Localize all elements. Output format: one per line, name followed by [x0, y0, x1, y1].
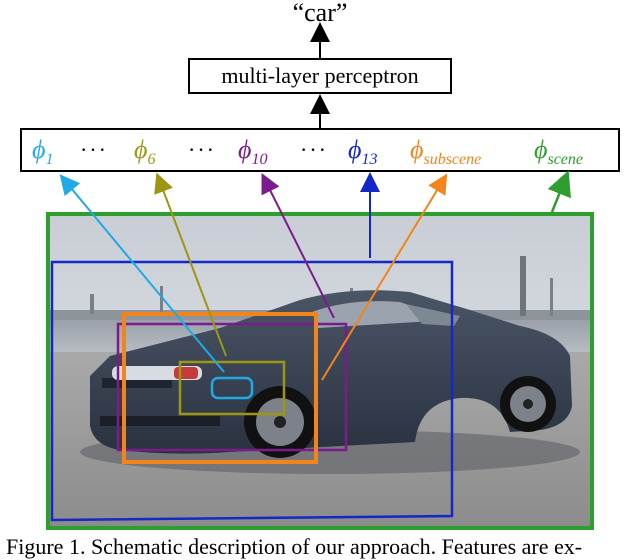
- arrow-phi-1: [59, 174, 225, 373]
- mlp-box: multi-layer perceptron: [188, 58, 452, 94]
- feature-phi-13: ϕ13: [348, 135, 378, 168]
- arrow-phi-6: [154, 172, 227, 357]
- region-box-phi-10: [116, 322, 348, 452]
- arrow-phi-10: [261, 173, 335, 319]
- feature-vector-box: ϕ1 ··· ϕ6 ··· ϕ10 ··· ϕ13 ϕsubscene ϕsce…: [20, 128, 620, 172]
- arrow-phi-scene: [547, 170, 571, 213]
- region-box-phi-subscene: [122, 312, 318, 464]
- feature-phi-scene: ϕscene: [534, 135, 583, 168]
- arrow-phi-subscene: [321, 173, 448, 381]
- ellipsis-1: ···: [80, 137, 108, 162]
- feature-phi-1: ϕ1: [32, 135, 54, 168]
- region-box-phi-1: [210, 376, 254, 400]
- region-box-phi-13: [50, 260, 454, 522]
- feature-phi-subscene: ϕsubscene: [410, 135, 482, 168]
- feature-phi-10: ϕ10: [238, 135, 268, 168]
- ellipsis-3: ···: [300, 137, 328, 162]
- figure-caption: Figure 1. Schematic description of our a…: [6, 534, 583, 559]
- scene-photo: [46, 212, 594, 530]
- car-photo-illustration: [50, 216, 590, 526]
- ellipsis-2: ···: [188, 137, 216, 162]
- region-box-phi-6: [178, 360, 286, 416]
- feature-phi-6: ϕ6: [134, 135, 156, 168]
